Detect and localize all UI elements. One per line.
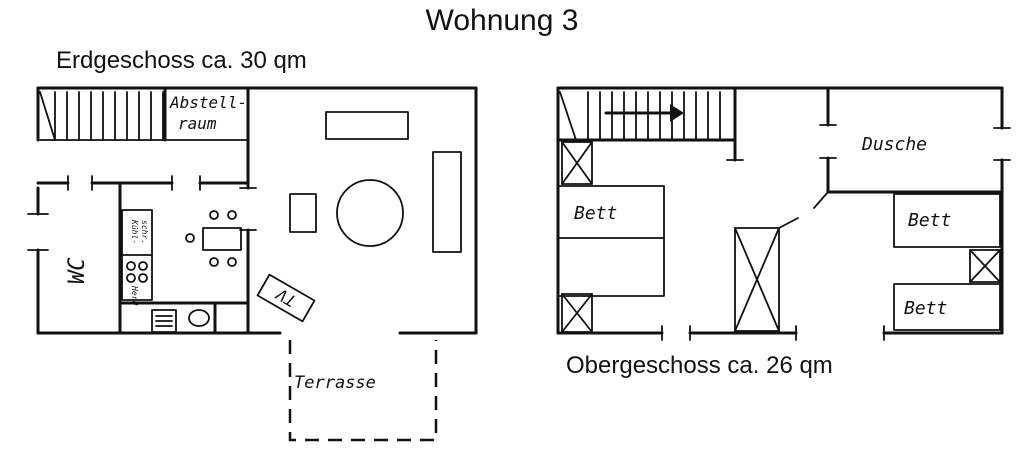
bed-right-bottom-label: Bett xyxy=(904,298,947,319)
dining-table xyxy=(185,210,242,267)
upper-floor-caption: Obergeschoss ca. 26 qm xyxy=(566,352,833,379)
stove-label: Herd xyxy=(130,285,139,305)
stair-arrow-icon xyxy=(670,104,684,122)
left-bedroom: Bett xyxy=(557,141,665,333)
storage-room-label-1: Abstell- xyxy=(169,93,247,112)
terrace-label: Terrasse xyxy=(294,373,376,393)
plan-title: Wohnung 3 xyxy=(426,4,579,37)
fridge-label-2: schr. xyxy=(140,220,149,244)
sofa xyxy=(432,151,462,253)
kitchen-counter: Kühl- schr. Herd xyxy=(121,209,153,305)
round-table xyxy=(336,179,404,247)
storage-room: Abstell- raum xyxy=(163,86,250,142)
shelf xyxy=(151,309,177,333)
fridge-label: Kühl- xyxy=(130,219,139,244)
right-bedroom: Bett Bett xyxy=(893,193,1001,331)
terrace: Terrasse xyxy=(288,340,438,442)
staircase xyxy=(39,91,166,141)
sideboard xyxy=(325,111,409,140)
tv: TV xyxy=(256,273,316,323)
bed-right-top-label: Bett xyxy=(908,210,951,231)
center-wardrobe xyxy=(734,217,799,332)
storage-room-label-2: raum xyxy=(178,114,217,133)
shower-label: Dusche xyxy=(861,134,927,155)
upper-floor-plan: Bett Dusche Bett xyxy=(556,86,1011,341)
upper-staircase xyxy=(556,86,744,162)
ground-floor-plan: Abstell- raum WC Kühl- schr. Her xyxy=(27,86,478,442)
bed-left-label: Bett xyxy=(574,203,617,224)
shower-room: Dusche xyxy=(813,86,1004,209)
armchair xyxy=(289,193,317,233)
ground-floor-caption: Erdgeschoss ca. 30 qm xyxy=(56,47,307,74)
wc-label: WC xyxy=(65,257,90,284)
sink xyxy=(188,309,210,327)
